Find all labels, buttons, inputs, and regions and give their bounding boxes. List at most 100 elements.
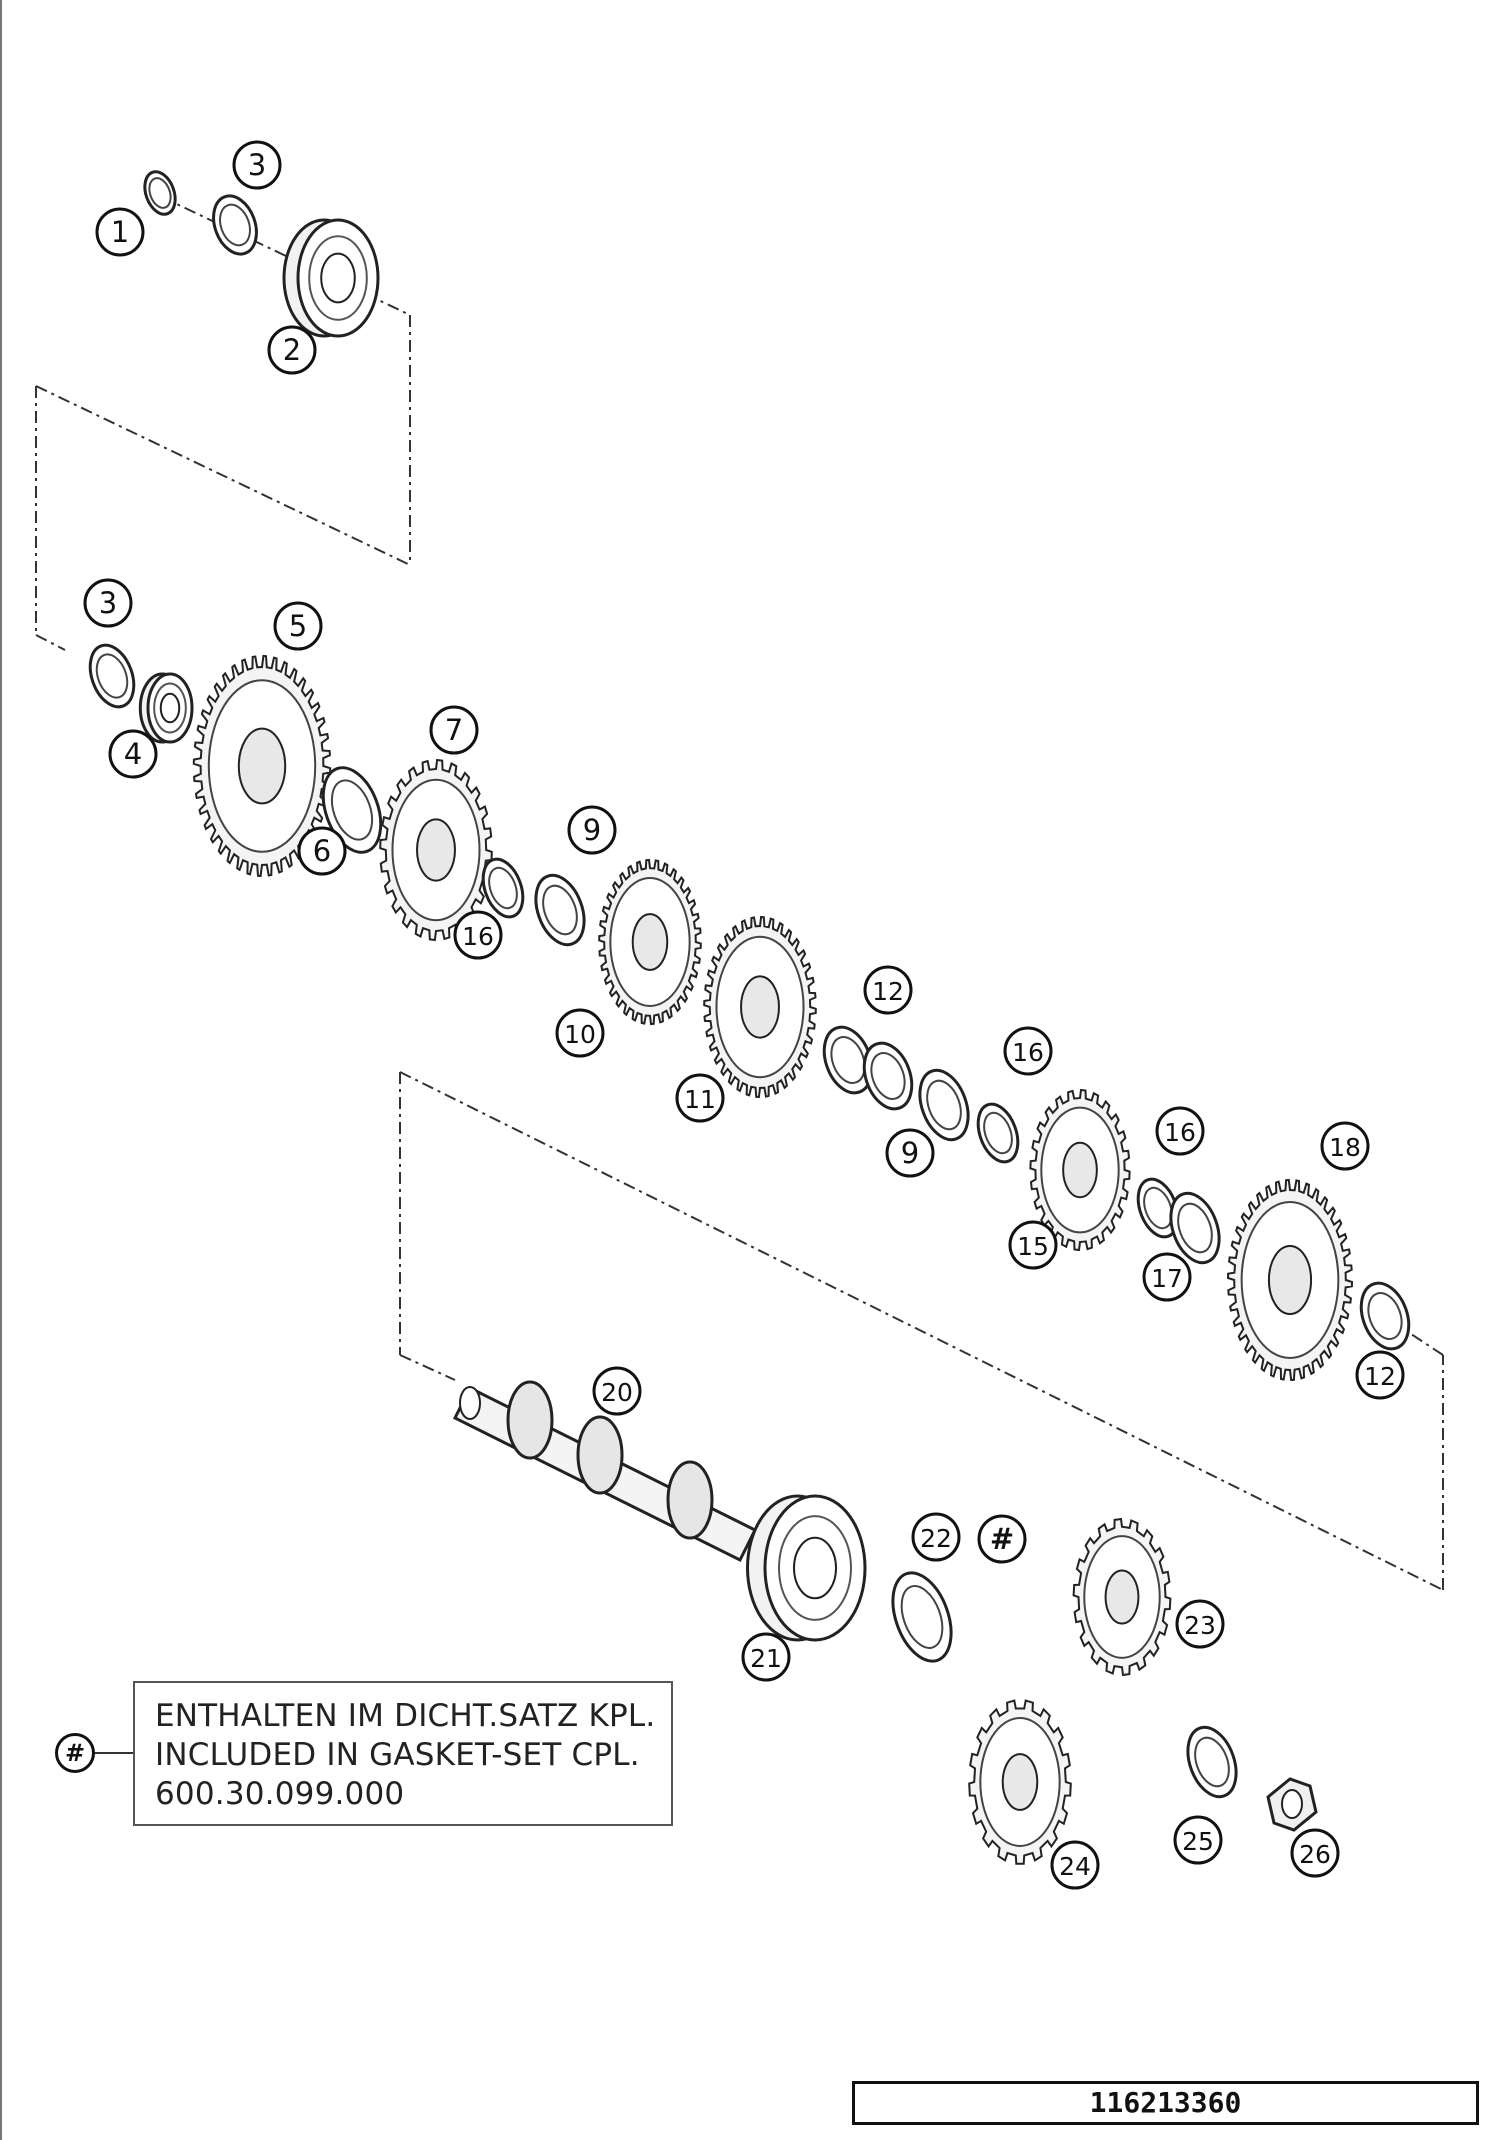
bushing-12-a-inner: [830, 1036, 866, 1084]
bushing-12-b-inner: [870, 1052, 906, 1100]
callout-9: 9: [567, 805, 617, 855]
callout-circle: [95, 207, 145, 257]
callout-number: 9: [901, 1136, 919, 1170]
leader-line: [399, 1071, 1444, 1591]
callout-number: #: [990, 1522, 1014, 1556]
leader-line: [399, 1354, 456, 1381]
callout-circle: [1175, 1599, 1225, 1649]
callout-24: 24: [1050, 1840, 1100, 1890]
ball-bearing-21: [746, 1494, 867, 1642]
callout-3: 3: [232, 140, 282, 190]
callout-3: 3: [83, 578, 133, 628]
callout-23: 23: [1175, 1599, 1225, 1649]
callout-21: 21: [741, 1632, 791, 1682]
callout-number: 11: [684, 1085, 716, 1114]
callout-circle: [1320, 1121, 1370, 1171]
gear-10-hub: [631, 913, 669, 971]
shaft-spline: [666, 1460, 714, 1540]
callout-number: 16: [1164, 1118, 1196, 1147]
washer-9-b: [918, 1068, 970, 1142]
callout-circle: [453, 910, 503, 960]
callout-circle: [1008, 1220, 1058, 1270]
leader-lines: [35, 196, 1444, 1591]
gear-5-hub: [237, 727, 287, 805]
gear-10: [598, 858, 702, 1026]
callout-number: 6: [313, 834, 331, 868]
callout-number: 9: [583, 813, 601, 847]
shaft-seal-22-inner: [900, 1585, 944, 1649]
callout-9: 9: [885, 1128, 935, 1178]
callout-circle: [1290, 1828, 1340, 1878]
callout-number: 15: [1017, 1232, 1049, 1261]
callout-number: 5: [289, 609, 307, 643]
note-line-part-number: 600.30.099.000: [155, 1776, 405, 1812]
shaft-end: [459, 1386, 481, 1420]
shift-gear-7: [379, 758, 493, 942]
callout-number: 7: [445, 713, 463, 747]
callout-number: 26: [1299, 1840, 1331, 1869]
circlip-16-a-inner: [488, 866, 518, 910]
component-drawings: [88, 170, 1411, 1865]
ball-bearing-2: [282, 218, 380, 338]
callout-15: 15: [1008, 1220, 1058, 1270]
callout-circle: [1050, 1840, 1100, 1890]
callout-12: 12: [863, 965, 913, 1015]
callout-circle: [885, 1128, 935, 1178]
callout-circle: [1003, 1026, 1053, 1076]
callout-7: 7: [429, 705, 479, 755]
callout-22: 22: [911, 1512, 961, 1562]
callout-11: 11: [675, 1073, 725, 1123]
circlip-16-b: [976, 1102, 1020, 1164]
shift-gear-15-hub: [1062, 1141, 1098, 1199]
callout-circle: [863, 965, 913, 1015]
circlip-1-inner: [148, 177, 172, 209]
shift-gear-15: [1029, 1088, 1131, 1252]
washer-9-a-inner: [542, 884, 578, 936]
page-frame-line: [0, 0, 2, 2140]
bushing-12-a: [822, 1025, 874, 1095]
callout-number: 23: [1184, 1611, 1216, 1640]
washer-17-inner: [1177, 1202, 1213, 1254]
callout-circle: [1355, 1350, 1405, 1400]
callout-circle: [1155, 1106, 1205, 1156]
callout-1: 1: [95, 207, 145, 257]
callout-hash: #: [977, 1514, 1027, 1564]
callout-26: 26: [1290, 1828, 1340, 1878]
callout-circle: [592, 1366, 642, 1416]
callout-12: 12: [1355, 1350, 1405, 1400]
callout-circle: [1173, 1815, 1223, 1865]
gear-11: [703, 915, 817, 1099]
washer-3-inner: [95, 653, 129, 699]
shift-gear-7-hub: [416, 818, 456, 882]
circlip-16-b-inner: [983, 1111, 1013, 1155]
callout-number: 16: [1012, 1038, 1044, 1067]
callout-5: 5: [273, 601, 323, 651]
leader-line: [1404, 1329, 1444, 1356]
washer-9-a: [534, 873, 586, 947]
callout-number: 18: [1329, 1133, 1361, 1162]
callout-10: 10: [555, 1008, 605, 1058]
ball-bearing-2-bore: [320, 252, 356, 304]
ball-bearing-21-bore: [793, 1536, 837, 1600]
gear-18: [1226, 1178, 1354, 1382]
shaft-spline: [576, 1415, 624, 1495]
bushing-12-c-inner: [1367, 1292, 1403, 1340]
bushing-12-c: [1359, 1281, 1411, 1351]
callout-circle: [267, 325, 317, 375]
note-line-english: INCLUDED IN GASKET-SET CPL.: [155, 1737, 640, 1773]
callout-20: 20: [592, 1366, 642, 1416]
callout-number: 10: [564, 1020, 596, 1049]
callout-17: 17: [1142, 1252, 1192, 1302]
callout-number: 25: [1182, 1827, 1214, 1856]
note-leader-line: [95, 1752, 133, 1754]
callout-number: 4: [124, 737, 142, 771]
leader-line: [35, 634, 66, 651]
callout-labels: 123345679910111212151616161718202122#232…: [83, 140, 1405, 1890]
bushing-12-b: [862, 1041, 914, 1111]
callout-16: 16: [1155, 1106, 1205, 1156]
callout-2: 2: [267, 325, 317, 375]
callout-16: 16: [453, 910, 503, 960]
callout-circle: [741, 1632, 791, 1682]
